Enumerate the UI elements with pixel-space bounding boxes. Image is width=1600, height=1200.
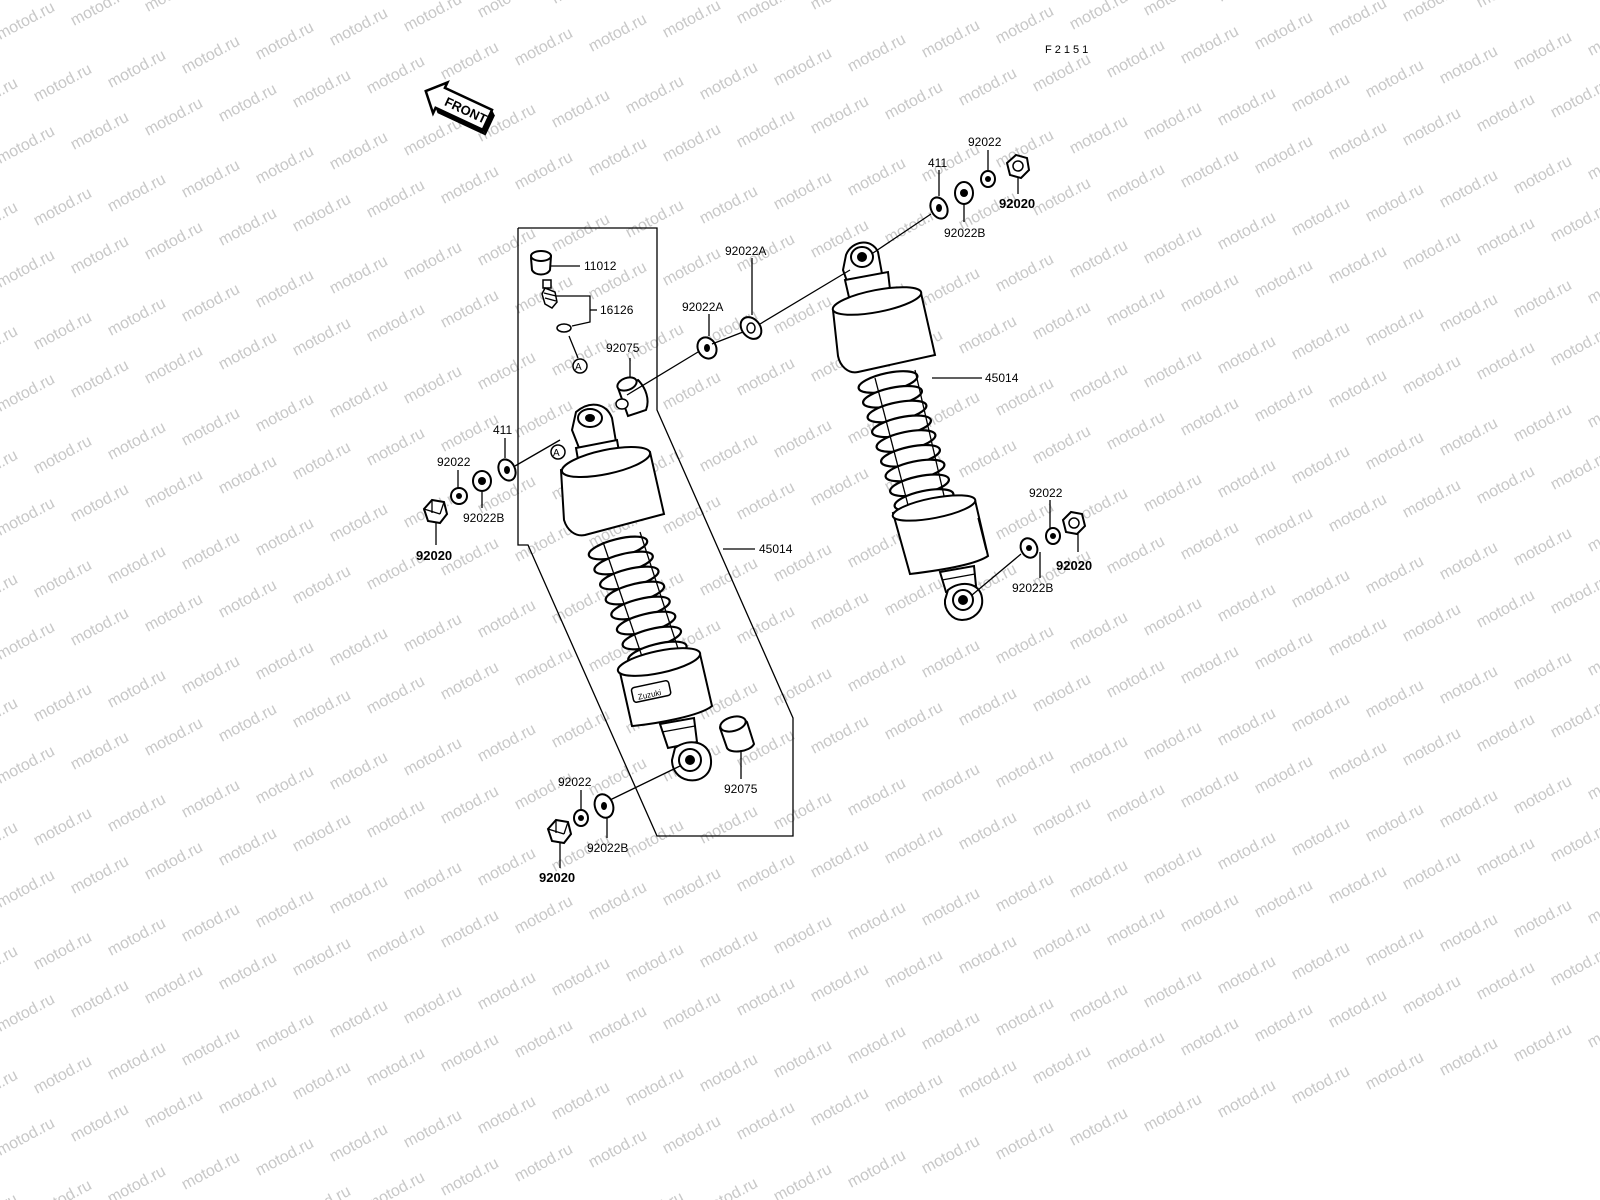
- label-92075-bottom: 92075: [724, 782, 758, 796]
- label-92020-bottom: 92020: [539, 870, 575, 885]
- label-11012: 11012: [584, 259, 617, 273]
- label-92020-left: 92020: [416, 548, 452, 563]
- right-shock-spring: [857, 370, 955, 512]
- part-92022B-bottom-washer: [593, 793, 615, 819]
- right-shock-absorber: [831, 241, 990, 622]
- svg-text:A: A: [575, 362, 582, 373]
- label-92022B-left: 92022B: [463, 511, 504, 525]
- part-11012-valve-cap: [529, 250, 553, 276]
- part-92022B-left-washer: [472, 470, 492, 492]
- leader-lines: [435, 150, 1079, 868]
- assembly-bracket-frame: [517, 227, 794, 837]
- label-45014-right: 45014: [985, 371, 1019, 385]
- label-92022-left: 92022: [437, 455, 471, 469]
- part-92075-bottom-bushing: [718, 715, 756, 753]
- part-92020-bottom-nut: [546, 818, 573, 845]
- label-92022A-1: 92022A: [682, 300, 723, 314]
- label-92022B-right-bottom: 92022B: [1012, 581, 1053, 595]
- part-16126-valve: [541, 279, 572, 333]
- label-411-left: 411: [493, 423, 512, 437]
- label-92022A-2: 92022A: [725, 244, 766, 258]
- label-92022-right-top: 92022: [968, 135, 1002, 149]
- label-411-right: 411: [928, 156, 947, 170]
- label-92022B-right-top: 92022B: [944, 226, 985, 240]
- svg-text:A: A: [553, 448, 560, 459]
- label-92022-right-bottom: 92022: [1029, 486, 1063, 500]
- front-arrow-icon: FRONT: [424, 80, 495, 136]
- part-92075-top-bushing: [615, 376, 649, 418]
- part-411-right-washer: [929, 196, 949, 220]
- figure-code: F2151: [1045, 44, 1091, 56]
- left-shock-absorber: Zuzuki: [559, 403, 714, 782]
- part-92022B-right-top-washer: [954, 181, 974, 205]
- label-92020-right-top: 92020: [999, 196, 1035, 211]
- part-92020-right-bottom-nut: [1061, 510, 1087, 536]
- part-92022-left-lockwasher: [450, 487, 468, 505]
- circle-a-marker-top: A: [568, 335, 588, 374]
- part-92022B-right-bottom-washer: [1019, 537, 1039, 559]
- label-16126: 16126: [600, 303, 634, 317]
- label-92022-bottom: 92022: [558, 775, 592, 789]
- part-92022A-washer-1: [696, 336, 718, 360]
- part-92022-bottom-lockwasher: [573, 809, 589, 827]
- part-92022-right-bottom-lockwasher: [1045, 527, 1061, 545]
- part-number-labels: 11012 16126 92022A 92022A 92075 411 9202…: [416, 135, 1092, 885]
- part-92020-right-top-nut: [1005, 153, 1031, 180]
- part-92022A-washer-2: [739, 316, 763, 340]
- label-92020-right-bottom: 92020: [1056, 558, 1092, 573]
- circle-a-marker-shock: A: [550, 444, 566, 460]
- part-92022-right-top-lockwasher: [980, 170, 996, 188]
- part-92020-left-nut: [422, 498, 449, 525]
- label-92022B-bottom: 92022B: [587, 841, 628, 855]
- label-45014-left: 45014: [759, 542, 793, 556]
- part-411-left-washer: [497, 458, 517, 482]
- label-92075-top: 92075: [606, 341, 640, 355]
